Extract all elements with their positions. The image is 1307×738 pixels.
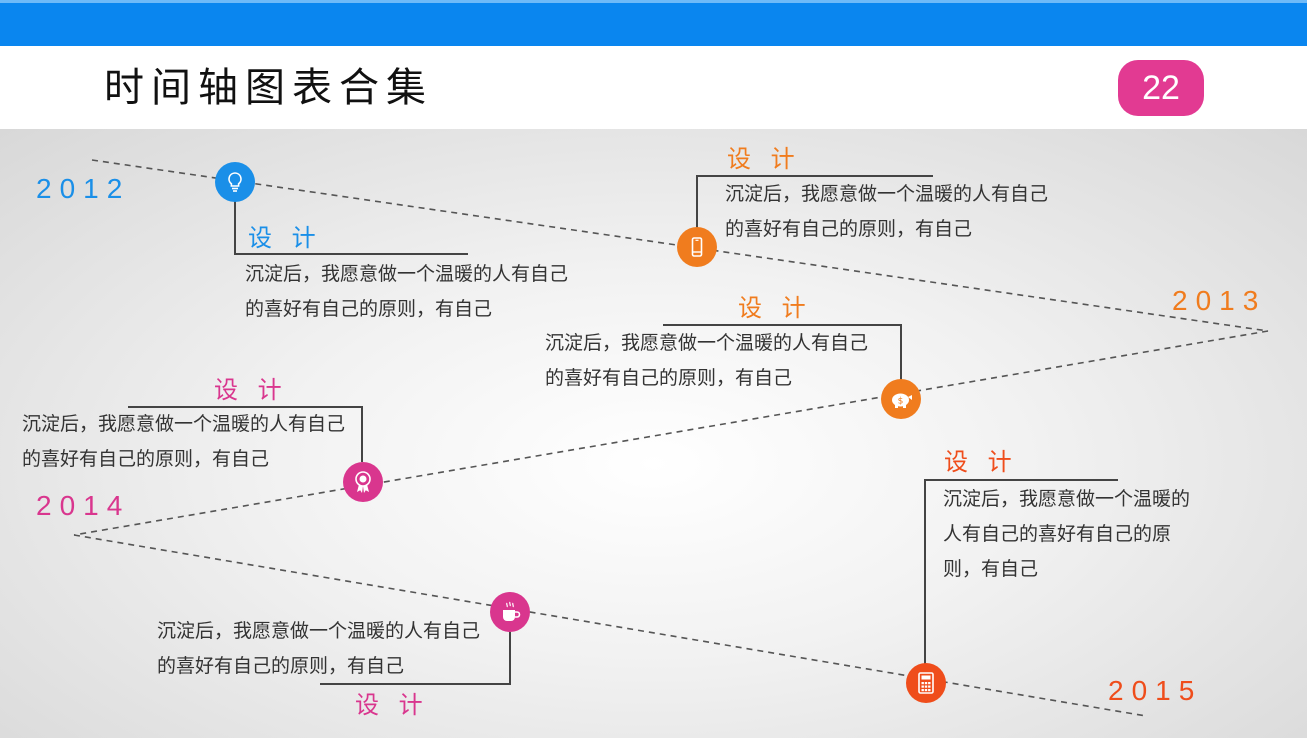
piggy-bank-icon: $ (881, 379, 921, 419)
timeline-canvas (0, 129, 1307, 738)
connector-item-2 (696, 175, 933, 228)
svg-text:$: $ (898, 397, 904, 407)
coffee-cup-icon (490, 592, 530, 632)
page-number-badge: 22 (1118, 60, 1204, 116)
connector-item-3 (663, 324, 902, 380)
item-2-label: 设 计 (727, 145, 801, 173)
year-2014: 2014 (36, 490, 131, 521)
item-3-description: 沉淀后，我愿意做一个温暖的人有自己的喜好有自己的原则，有自己 (545, 332, 869, 389)
lightbulb-icon (215, 162, 255, 202)
item-1-label: 设 计 (248, 224, 322, 252)
item-5-description: 沉淀后，我愿意做一个温暖的人有自己的喜好有自己的原则，有自己 (157, 620, 481, 677)
item-6-description: 沉淀后，我愿意做一个温暖的人有自己的喜好有自己的原则，有自己 (943, 488, 1191, 580)
connector-item-6 (924, 479, 1118, 664)
item-5-label: 设 计 (355, 691, 429, 719)
smartphone-icon (677, 227, 717, 267)
header (0, 46, 1307, 129)
calculator-icon (906, 663, 946, 703)
top-color-bar (0, 0, 1307, 46)
item-2-description: 沉淀后，我愿意做一个温暖的人有自己的喜好有自己的原则，有自己 (725, 183, 1049, 240)
top-bar-highlight (0, 0, 1307, 3)
connector-item-5 (320, 632, 511, 685)
item-4-description: 沉淀后，我愿意做一个温暖的人有自己的喜好有自己的原则，有自己 (22, 413, 346, 470)
page-title: 时间轴图表合集 (104, 65, 433, 111)
item-3-label: 设 计 (738, 294, 812, 322)
item-6-label: 设 计 (944, 448, 1018, 476)
connector-item-1 (234, 201, 468, 255)
award-ribbon-icon (343, 462, 383, 502)
item-4-label: 设 计 (214, 376, 288, 404)
year-2015: 2015 (1108, 675, 1203, 706)
timeline-segment-2013-2014 (73, 330, 1269, 536)
item-1-description: 沉淀后，我愿意做一个温暖的人有自己的喜好有自己的原则，有自己 (245, 263, 569, 320)
connector-item-4 (128, 406, 363, 462)
year-2012: 2012 (36, 173, 131, 204)
year-2013: 2013 (1172, 285, 1267, 316)
timeline-segment-2014-2015 (73, 534, 1147, 717)
